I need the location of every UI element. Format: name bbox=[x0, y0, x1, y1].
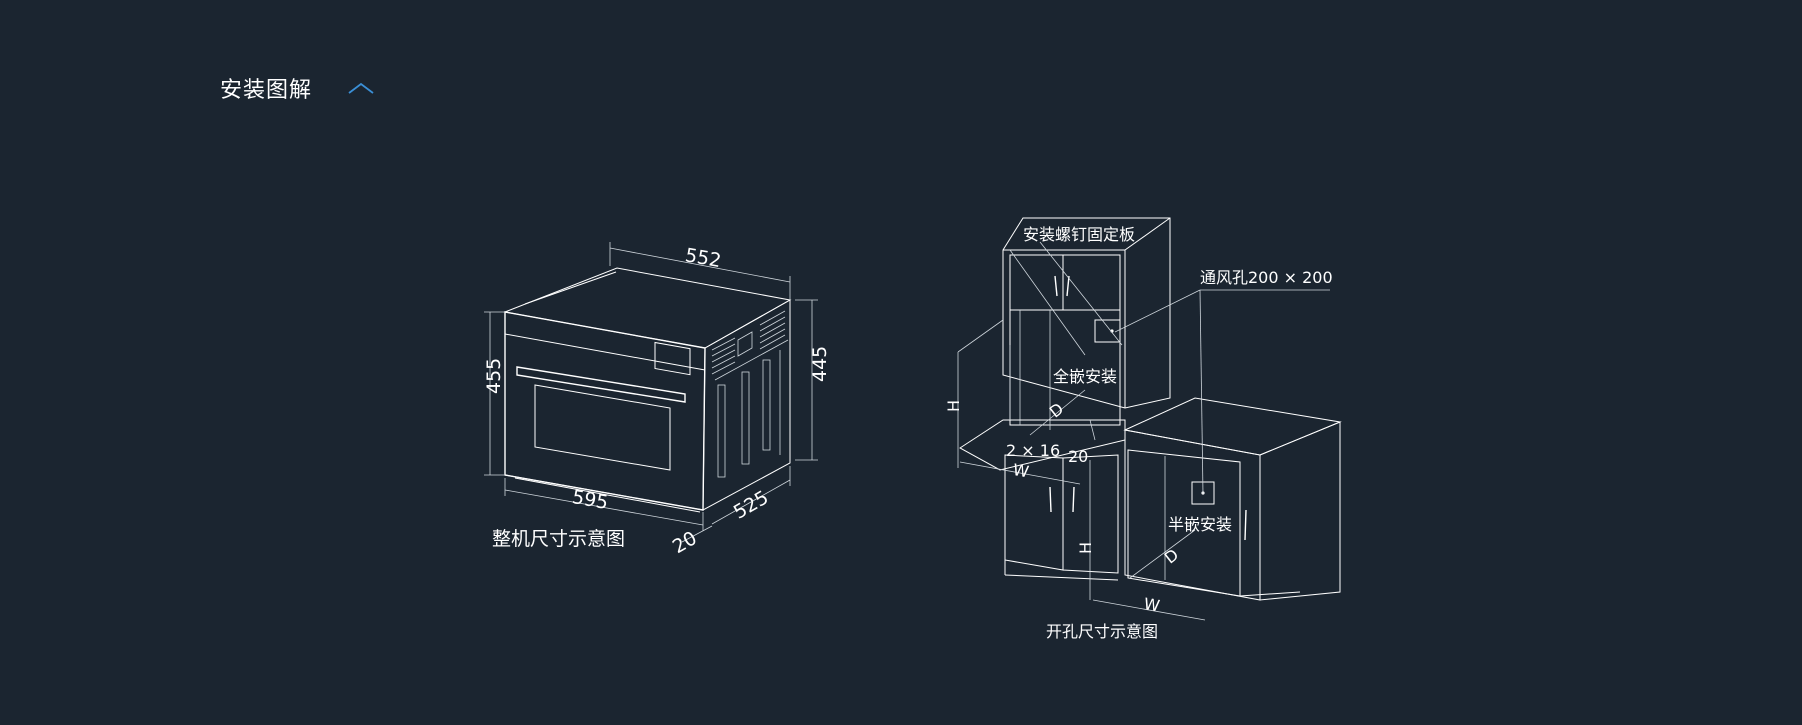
label-half-embed: 半嵌安装 bbox=[1168, 515, 1232, 534]
dim-height-half: H bbox=[1076, 542, 1095, 554]
dim-front-width: 595 bbox=[570, 486, 610, 514]
oven-drawing: 552 455 445 595 525 20 整机尺寸示意图 bbox=[483, 242, 831, 558]
dim-width-half: W bbox=[1142, 594, 1161, 615]
chevron-up-icon[interactable] bbox=[346, 79, 376, 97]
dim-side-height: 445 bbox=[809, 346, 831, 382]
dim-depth-full: D bbox=[1046, 399, 1067, 422]
dim-front-thickness: 20 bbox=[669, 527, 701, 558]
label-full-embed: 全嵌安装 bbox=[1053, 367, 1117, 386]
label-offset: 20 bbox=[1068, 447, 1088, 466]
dim-front-height: 455 bbox=[483, 358, 505, 394]
dim-top-depth: 552 bbox=[683, 244, 723, 272]
section-header: 安装图解 bbox=[220, 72, 376, 104]
oven-caption: 整机尺寸示意图 bbox=[492, 528, 625, 550]
label-screw-plate: 安装螺钉固定板 bbox=[1023, 225, 1135, 244]
cabinet-drawing: H D W 2 × 16 20 H D W 安装螺钉固定板 通风孔200 × 2… bbox=[944, 217, 1342, 641]
label-slot: 2 × 16 bbox=[1006, 441, 1060, 460]
label-vent-hole: 通风孔200 × 200 bbox=[1200, 268, 1333, 287]
dim-height-full: H bbox=[944, 400, 963, 412]
dim-width-full: W bbox=[1011, 460, 1030, 481]
dim-depth-half: D bbox=[1161, 545, 1182, 568]
cabinet-caption: 开孔尺寸示意图 bbox=[1046, 622, 1158, 641]
section-title: 安装图解 bbox=[220, 78, 313, 103]
